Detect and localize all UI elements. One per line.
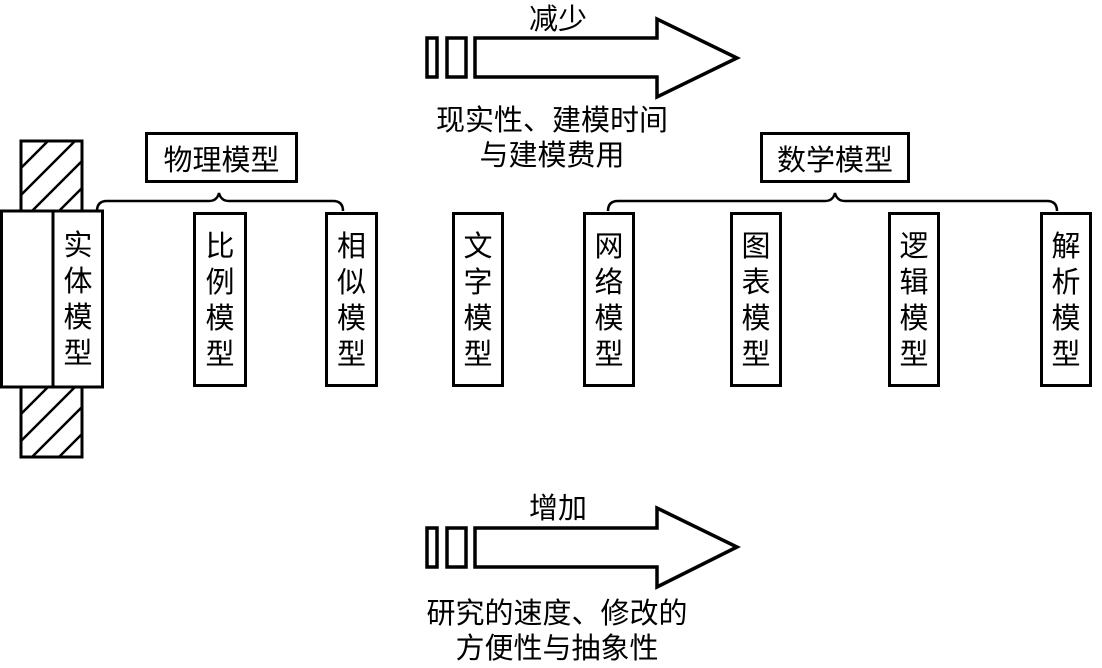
physical-group-brace <box>95 192 345 212</box>
group-title-math-model: 数学模型 <box>760 132 910 183</box>
bottom-arrow-label: 增加 <box>528 491 587 525</box>
hatch-line <box>58 433 83 458</box>
hatch-line <box>20 140 76 196</box>
model-box-network: 网络模型 <box>583 212 635 387</box>
model-label-similar: 相似模型 <box>336 228 366 371</box>
top-arrow-tail-bar-2 <box>445 36 468 79</box>
model-label-text: 文字模型 <box>463 228 493 371</box>
hatch-line <box>58 187 83 212</box>
bottom-arrow-right-icon <box>473 505 741 590</box>
hatch-line <box>20 386 76 442</box>
top-arrow-label: 减少 <box>528 2 587 36</box>
top-arrow-tail-bar-1 <box>425 36 439 79</box>
group-title-math-model-label: 数学模型 <box>776 142 893 177</box>
model-label-scale: 比例模型 <box>205 228 235 371</box>
hatch-line <box>31 160 83 212</box>
hatch-line <box>31 406 83 458</box>
model-box-logic: 逻辑模型 <box>888 212 940 387</box>
hatch-line <box>20 386 49 415</box>
bottom-arrow-tail-bar-1 <box>425 526 439 569</box>
bottom-arrow-caption-line-1: 研究的速度、修改的 <box>426 596 688 630</box>
model-box-solid: 实体模型 <box>54 212 102 386</box>
math-group-brace <box>606 192 1059 212</box>
model-label-analytic: 解析模型 <box>1051 228 1081 371</box>
hatched-block-top-outline <box>19 139 84 213</box>
bottom-arrow-tail-bar-2 <box>445 526 468 569</box>
model-label-solid: 实体模型 <box>63 228 93 370</box>
hatch-line <box>20 140 49 169</box>
model-label-network: 网络模型 <box>594 228 624 371</box>
bottom-arrow-caption: 研究的速度、修改的 方便性与抽象性 <box>387 596 727 666</box>
group-title-physical-model-label: 物理模型 <box>163 142 280 177</box>
model-label-chart: 图表模型 <box>741 228 771 371</box>
hatched-block-top <box>19 139 84 213</box>
model-box-text: 文字模型 <box>452 212 504 387</box>
model-box-chart: 图表模型 <box>730 212 782 387</box>
top-arrow-caption-line-2: 与建模费用 <box>479 138 625 172</box>
model-label-logic: 逻辑模型 <box>899 228 929 371</box>
top-arrow-right-icon <box>473 16 741 100</box>
hatched-block-bottom <box>19 385 84 459</box>
model-box-analytic: 解析模型 <box>1040 212 1092 387</box>
hatched-block-bottom-outline <box>19 385 84 459</box>
model-box-scale: 比例模型 <box>193 212 247 387</box>
model-box-similar: 相似模型 <box>325 212 378 387</box>
top-arrow-caption: 现实性、建模时间 与建模费用 <box>382 103 722 173</box>
group-title-physical-model: 物理模型 <box>145 132 298 183</box>
bottom-arrow-caption-line-2: 方便性与抽象性 <box>455 631 659 665</box>
top-arrow-caption-line-1: 现实性、建模时间 <box>435 103 668 137</box>
